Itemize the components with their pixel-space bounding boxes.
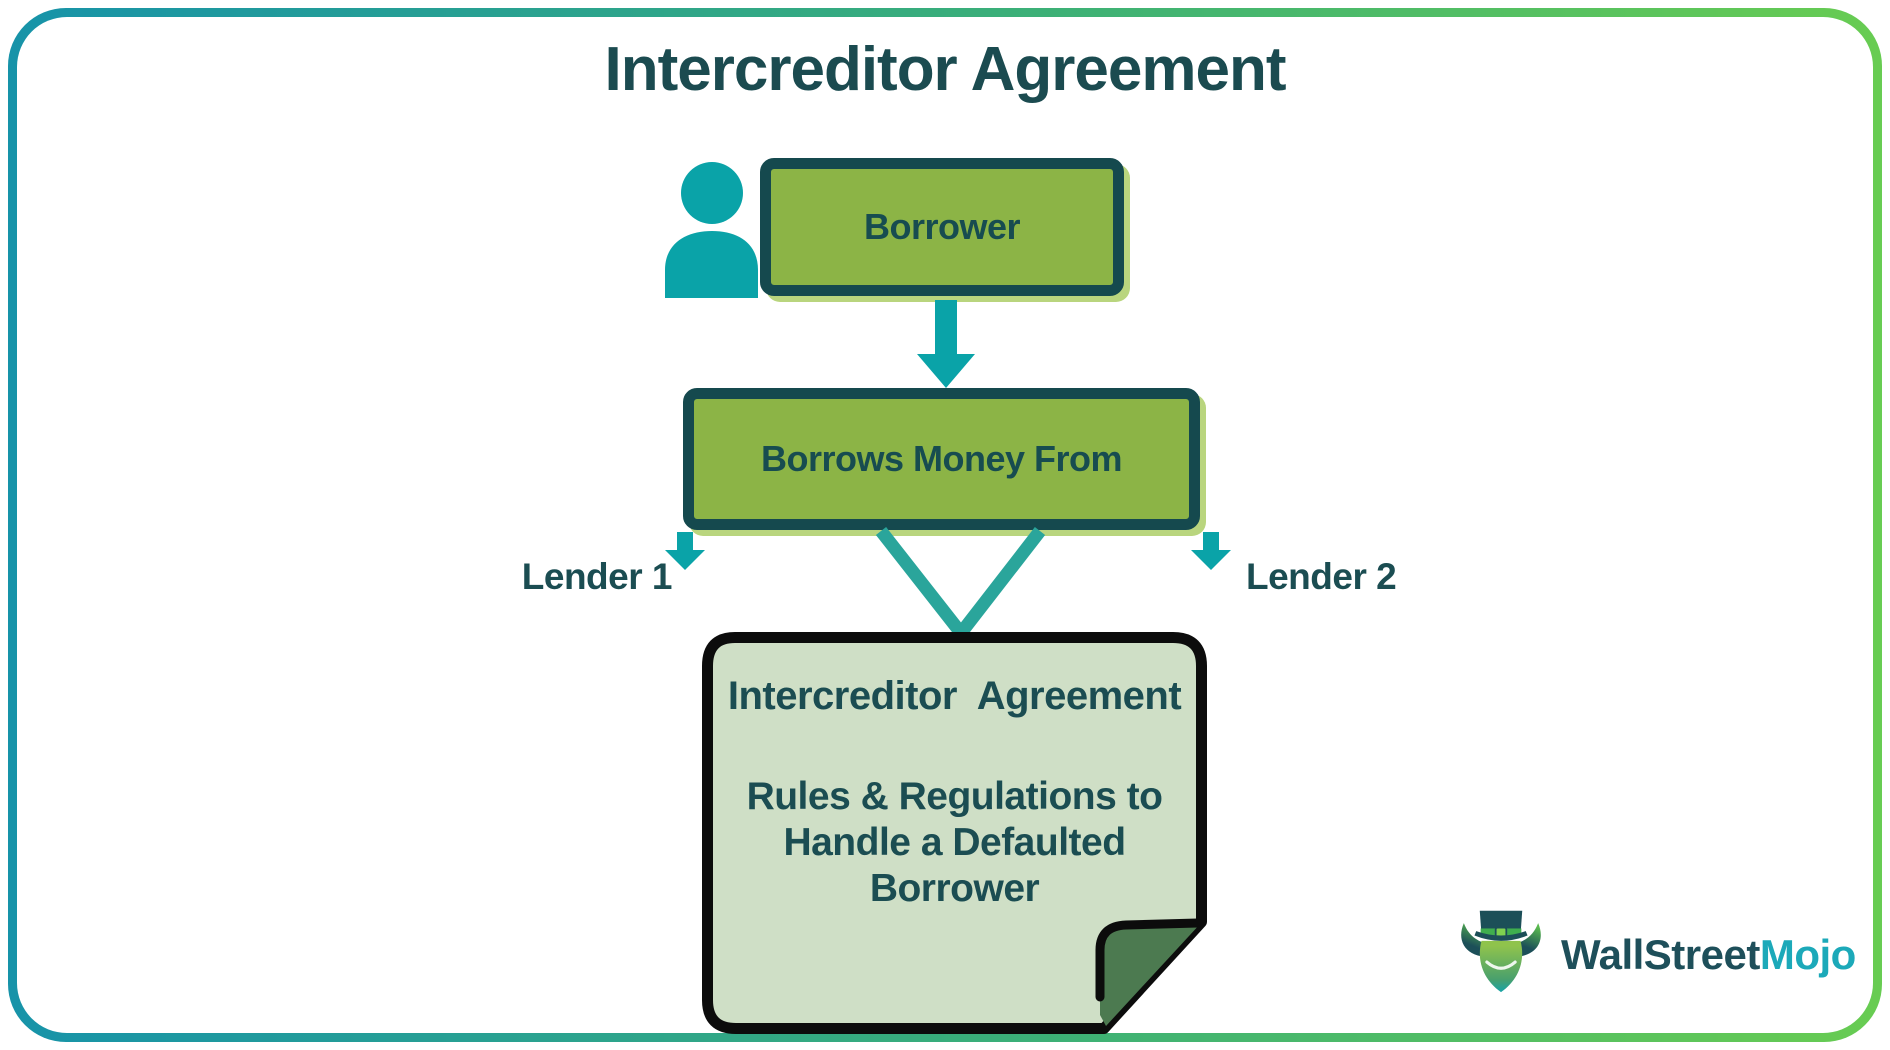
- agreement-document: [702, 632, 1207, 1034]
- agreement-body-line: Handle a Defaulted: [783, 821, 1126, 864]
- arrow-down-lender1-icon: [665, 532, 705, 570]
- agreement-heading: Intercreditor Agreement: [727, 674, 1182, 718]
- borrower-box: Borrower: [760, 158, 1124, 296]
- bull-mascot-icon: [1461, 910, 1541, 993]
- page-title: Intercreditor Agreement: [604, 35, 1287, 104]
- brand-name-secondary: Mojo: [1759, 931, 1856, 978]
- person-icon: [665, 162, 758, 298]
- agreement-body: Rules & Regulations to Handle a Defaulte…: [702, 774, 1207, 912]
- brand-name: WallStreetMojo: [1561, 931, 1856, 979]
- agreement-body-line: Rules & Regulations to: [746, 775, 1163, 818]
- borrows-money-from-label: Borrows Money From: [760, 438, 1123, 479]
- lender2-label: Lender 2: [1246, 556, 1397, 597]
- brand-logo: WallStreetMojo: [1455, 903, 1856, 1007]
- borrower-label: Borrower: [863, 206, 1021, 247]
- lender1-label: Lender 1: [521, 556, 673, 597]
- agreement-body-line: Borrower: [869, 867, 1040, 910]
- arrow-down-lender2-icon: [1191, 532, 1231, 570]
- borrows-money-from-box: Borrows Money From: [683, 388, 1200, 530]
- arrow-down-icon: [917, 300, 975, 388]
- chevron-down-icon: [875, 526, 1046, 641]
- brand-name-primary: WallStreet: [1561, 931, 1760, 978]
